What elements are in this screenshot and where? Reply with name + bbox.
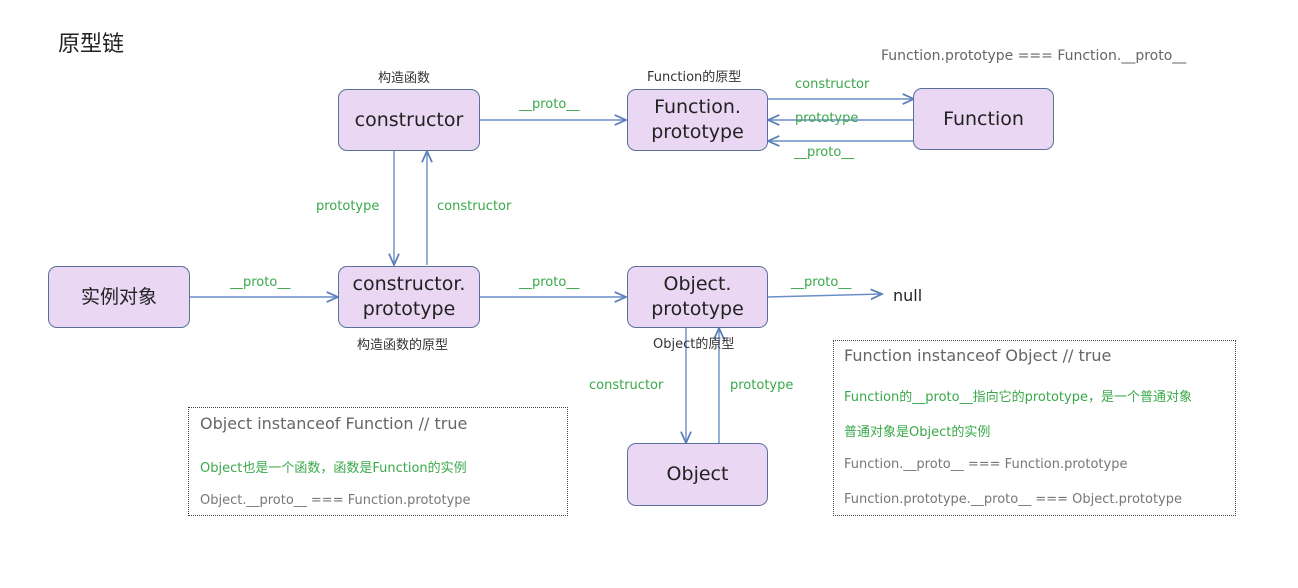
- top-note: Function.prototype === Function.__proto_…: [881, 48, 1187, 64]
- node-object-prototype: Object. prototype: [627, 266, 768, 328]
- label-objproto-to-null: __proto__: [791, 275, 852, 290]
- note-box-heading: Function instanceof Object // true: [844, 346, 1112, 365]
- note-box-object-instanceof-function: Object instanceof Function // true Objec…: [188, 407, 568, 516]
- label-instance-proto: __proto__: [230, 275, 291, 290]
- note-box-heading: Object instanceof Function // true: [200, 414, 468, 433]
- label-func-to-fproto-proto: __proto__: [794, 145, 855, 160]
- node-function: Function: [913, 88, 1054, 150]
- edge-objproto-to-null: [767, 294, 882, 297]
- note-box-line: Function.prototype.__proto__ === Object.…: [844, 492, 1182, 507]
- note-box-line: Function的__proto__指向它的prototype，是一个普通对象: [844, 390, 1192, 405]
- note-box-line: 普通对象是Object的实例: [844, 425, 991, 440]
- caption-constructor-prototype: 构造函数的原型: [357, 338, 449, 353]
- label-ctor-prototype: prototype: [316, 199, 380, 214]
- label-objproto-constructor: constructor: [589, 378, 664, 393]
- node-object: Object: [627, 443, 768, 506]
- caption-object-prototype: Object的原型: [653, 337, 735, 352]
- note-box-line: Object也是一个函数，函数是Function的实例: [200, 461, 467, 476]
- note-box-line: Object.__proto__ === Function.prototype: [200, 493, 471, 508]
- label-fproto-to-func-constructor: constructor: [795, 77, 870, 92]
- note-box-line: Function.__proto__ === Function.prototyp…: [844, 457, 1128, 472]
- node-constructor: constructor: [338, 89, 480, 151]
- node-null: null: [893, 286, 923, 305]
- label-func-to-fproto-prototype: prototype: [795, 111, 859, 126]
- node-instance: 实例对象: [48, 266, 190, 328]
- label-object-prototype: prototype: [730, 378, 794, 393]
- label-ctorproto-to-objproto: __proto__: [519, 275, 580, 290]
- caption-constructor: 构造函数: [378, 71, 431, 86]
- label-ctor-to-fproto: __proto__: [519, 97, 580, 112]
- caption-function-prototype: Function的原型: [647, 70, 742, 85]
- note-box-function-instanceof-object: Function instanceof Object // true Funct…: [833, 340, 1236, 516]
- label-ctorproto-constructor: constructor: [437, 199, 512, 214]
- node-function-prototype: Function. prototype: [627, 89, 768, 151]
- page-title: 原型链: [58, 32, 125, 57]
- node-constructor-prototype: constructor. prototype: [338, 266, 480, 328]
